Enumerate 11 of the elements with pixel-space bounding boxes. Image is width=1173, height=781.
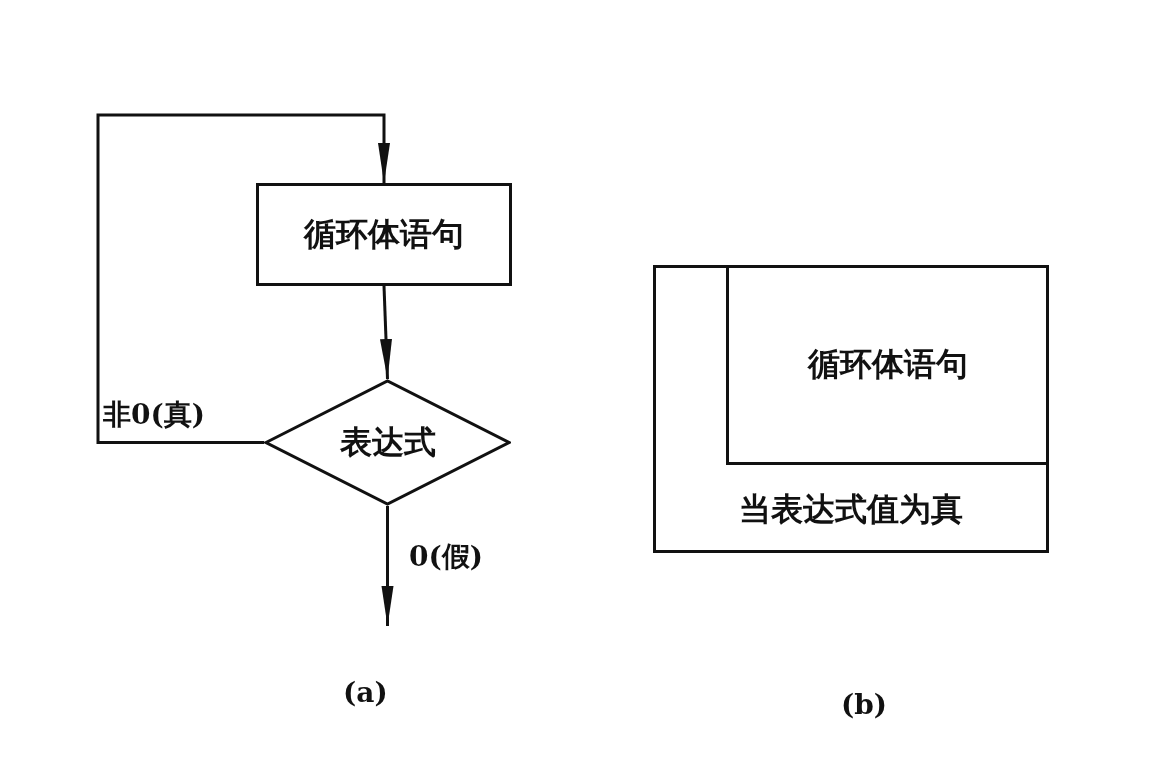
node-text: 循环体语句 <box>304 213 464 255</box>
decision-diamond <box>264 379 511 506</box>
process-box <box>653 265 1049 553</box>
node-text: 循环体语句 <box>807 344 968 385</box>
arrow <box>381 506 394 626</box>
arrow <box>96 113 390 444</box>
process-box <box>256 183 512 286</box>
process-box <box>726 265 1049 465</box>
arrow <box>380 285 392 380</box>
node-text: 当表达式值为真 <box>739 489 963 530</box>
node-text: 表达式 <box>339 421 436 463</box>
